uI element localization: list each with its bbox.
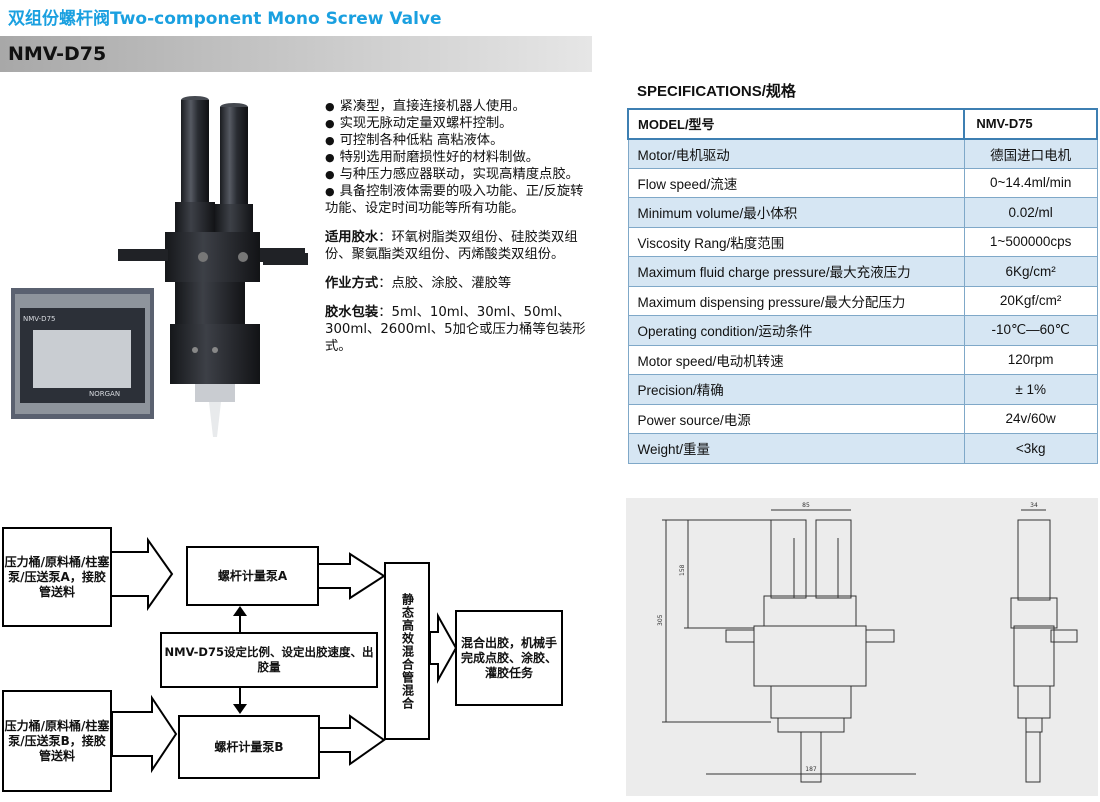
feature-item: 实现无脉动定量双螺杆控制。 xyxy=(325,115,590,132)
work-modes: 作业方式：点胶、涂胶、灌胶等 xyxy=(325,276,512,291)
glue-packaging: 胶水包装：5ml、10ml、30ml、50ml、300ml、2600ml、5加仑… xyxy=(325,305,586,354)
valve-mount-bar xyxy=(118,249,308,265)
feature-item: 特别选用耐磨损性好的材料制做。 xyxy=(325,149,590,166)
page-title: 双组份螺杆阀Two-component Mono Screw Valve xyxy=(8,9,442,29)
glue-types: 适用胶水：环氧树脂类双组份、硅胶类双组份、聚氨酯类双组份、丙烯酸类双组份。 xyxy=(325,230,578,262)
dim-bottom: 187 xyxy=(805,766,817,773)
controller-brand: NORGAN xyxy=(89,390,120,398)
valve-photo xyxy=(165,96,305,437)
table-row: Motor/电机驱动德国进口电机 xyxy=(627,138,1098,169)
input-a-box: 压力桶/原料桶/柱塞泵/压送泵A，接胶管送料 xyxy=(2,527,112,627)
feature-item: 紧凑型，直接连接机器人使用。 xyxy=(325,98,590,115)
feature-list: 紧凑型，直接连接机器人使用。 实现无脉动定量双螺杆控制。 可控制各种低粘 高粘液… xyxy=(325,98,590,355)
feature-item: 与种压力感应器联动，实现高精度点胶。 xyxy=(325,166,590,183)
feature-item: 具备控制液体需要的吸入功能、正/反旋转功能、设定时间功能等所有功能。 xyxy=(325,183,590,217)
pump-a-box: 螺杆计量泵A xyxy=(186,546,319,606)
specs-table: MODEL/型号 NMV-D75 Motor/电机驱动德国进口电机 Flow s… xyxy=(626,108,1098,464)
controller-screen-label: NMV-D75 xyxy=(23,315,55,323)
mixer-box: 静态高效混合管混合 xyxy=(384,562,430,740)
input-b-box: 压力桶/原料桶/柱塞泵/压送泵B，接胶管送料 xyxy=(2,690,112,792)
dim-side: 34 xyxy=(1030,502,1038,509)
technical-drawing: 85 34 187 158 305 xyxy=(626,498,1098,796)
dim-top: 85 xyxy=(802,502,810,509)
output-box: 混合出胶，机械手完成点胶、涂胶、灌胶任务 xyxy=(455,610,563,706)
pump-b-box: 螺杆计量泵B xyxy=(178,715,320,779)
specs-header-row: MODEL/型号 NMV-D75 xyxy=(626,108,1098,140)
mixer-label: 静态高效混合管混合 xyxy=(400,592,415,710)
drawing-lines: 85 34 187 158 305 xyxy=(657,502,1078,783)
model-bar: NMV-D75 xyxy=(0,36,592,72)
control-box: NMV-D75设定比例、设定出胶速度、出胶量 xyxy=(160,632,378,688)
dim-h1: 158 xyxy=(679,564,686,576)
specs-title: SPECIFICATIONS/规格 xyxy=(637,83,796,100)
feature-item: 可控制各种低粘 高粘液体。 xyxy=(325,132,590,149)
controller-photo: NMV-D75 NORGAN xyxy=(11,288,154,419)
table-row: Operating condition/运动条件-10℃—60℃ xyxy=(627,315,1098,346)
table-row: Precision/精确± 1% xyxy=(627,374,1098,405)
flow-arrows xyxy=(109,536,458,774)
dim-h2: 305 xyxy=(657,614,664,626)
table-row: Weight/重量<3kg xyxy=(627,433,1098,464)
